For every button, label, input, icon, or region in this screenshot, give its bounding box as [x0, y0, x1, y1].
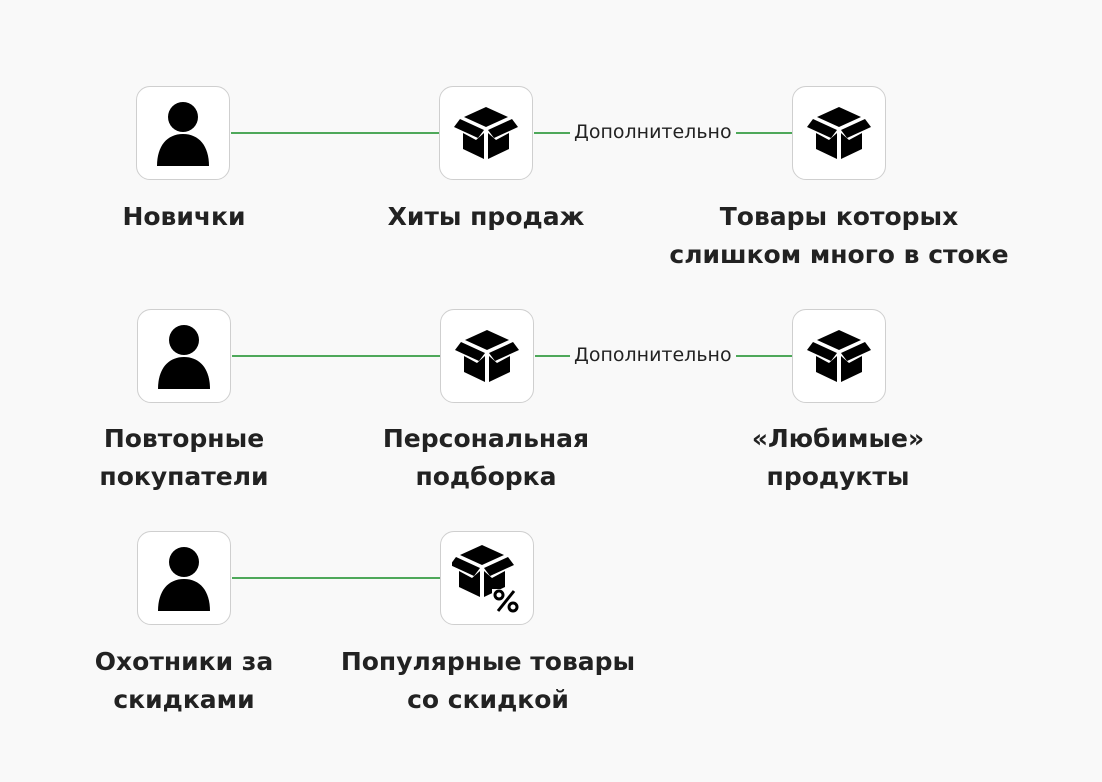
product-node [440, 309, 534, 403]
segment-node [136, 86, 230, 180]
extra-product-caption: Товары которых слишком много в стоке [669, 202, 1009, 269]
segment-node [137, 309, 231, 403]
additional-label: Дополнительно [570, 343, 736, 367]
box-icon [454, 107, 518, 159]
product-caption: Хиты продаж [387, 202, 585, 231]
box-icon [807, 107, 871, 159]
extra-product-node [792, 86, 886, 180]
box-icon [455, 330, 519, 382]
discount-box-icon [452, 545, 520, 613]
extra-product-caption: «Любимые» продукты [751, 424, 925, 491]
connector-line [232, 577, 440, 579]
segment-node [137, 531, 231, 625]
product-caption: Персональная подборка [382, 424, 590, 491]
segment-caption: Охотники за скидками [94, 647, 274, 714]
box-icon [807, 330, 871, 382]
additional-label: Дополнительно [570, 120, 736, 144]
user-icon [157, 102, 209, 166]
product-node [440, 531, 534, 625]
connector-line [231, 132, 439, 134]
product-node [439, 86, 533, 180]
extra-product-node [792, 309, 886, 403]
segment-caption: Повторные покупатели [99, 424, 269, 491]
user-icon [158, 547, 210, 611]
user-icon [158, 325, 210, 389]
product-caption: Популярные товары со скидкой [340, 647, 636, 714]
connector-line [232, 355, 440, 357]
segment-caption: Новички [122, 202, 246, 231]
